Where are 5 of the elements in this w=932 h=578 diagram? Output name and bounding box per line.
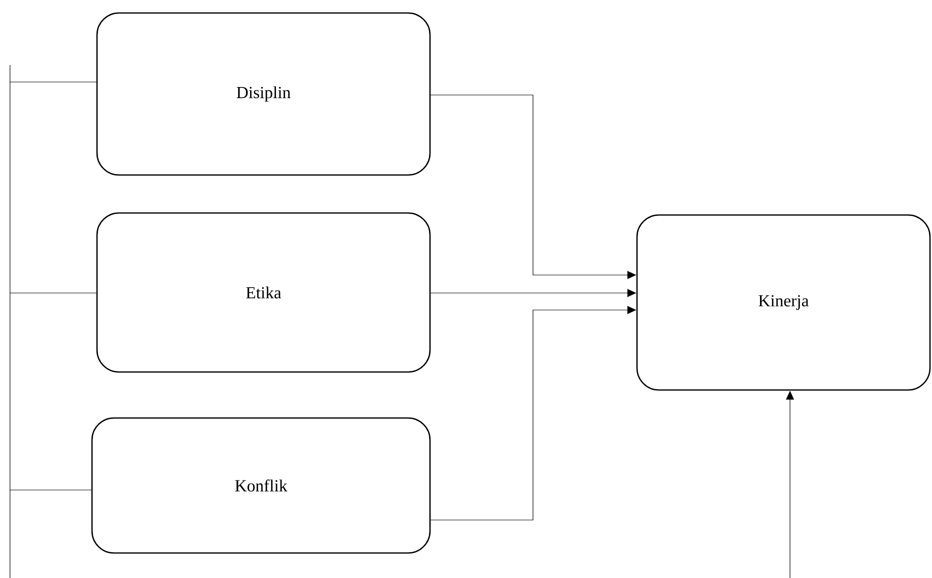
rounded-box: Konflik (91, 417, 431, 554)
rounded-box: Etika (96, 212, 431, 373)
rounded-box: Kinerja (636, 214, 931, 391)
connector-line (10, 292, 97, 294)
rounded-box: Disiplin (96, 12, 431, 176)
